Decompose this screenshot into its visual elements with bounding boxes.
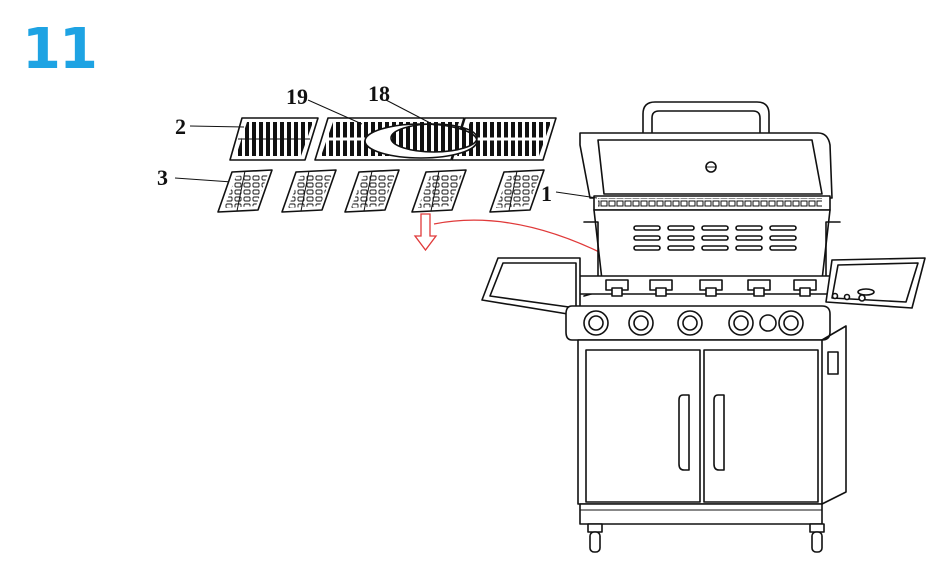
callout-3: 3	[157, 165, 168, 190]
heat-tent-2	[281, 169, 337, 213]
control-knobs	[583, 310, 804, 336]
caster-wheels	[587, 523, 825, 553]
step-number: 11	[22, 17, 98, 82]
leader-line-19	[307, 99, 363, 125]
removable-grate-insert	[364, 123, 478, 159]
leader-line-2	[189, 125, 245, 128]
callout-18: 18	[368, 81, 390, 106]
heat-tent-1	[217, 169, 273, 213]
down-arrow-icon	[413, 213, 438, 252]
heat-tent-5	[489, 169, 545, 213]
heat-tent-4	[411, 169, 467, 213]
heat-tent-3	[344, 169, 400, 213]
leader-line-1	[555, 191, 598, 199]
callout-19: 19	[286, 84, 308, 109]
grill-illustration	[481, 101, 926, 553]
cooking-grate-left	[229, 117, 319, 161]
callout-1: 1	[541, 181, 552, 206]
leader-line-3	[174, 177, 233, 183]
leader-line-18	[385, 99, 437, 127]
callout-2: 2	[175, 114, 186, 139]
